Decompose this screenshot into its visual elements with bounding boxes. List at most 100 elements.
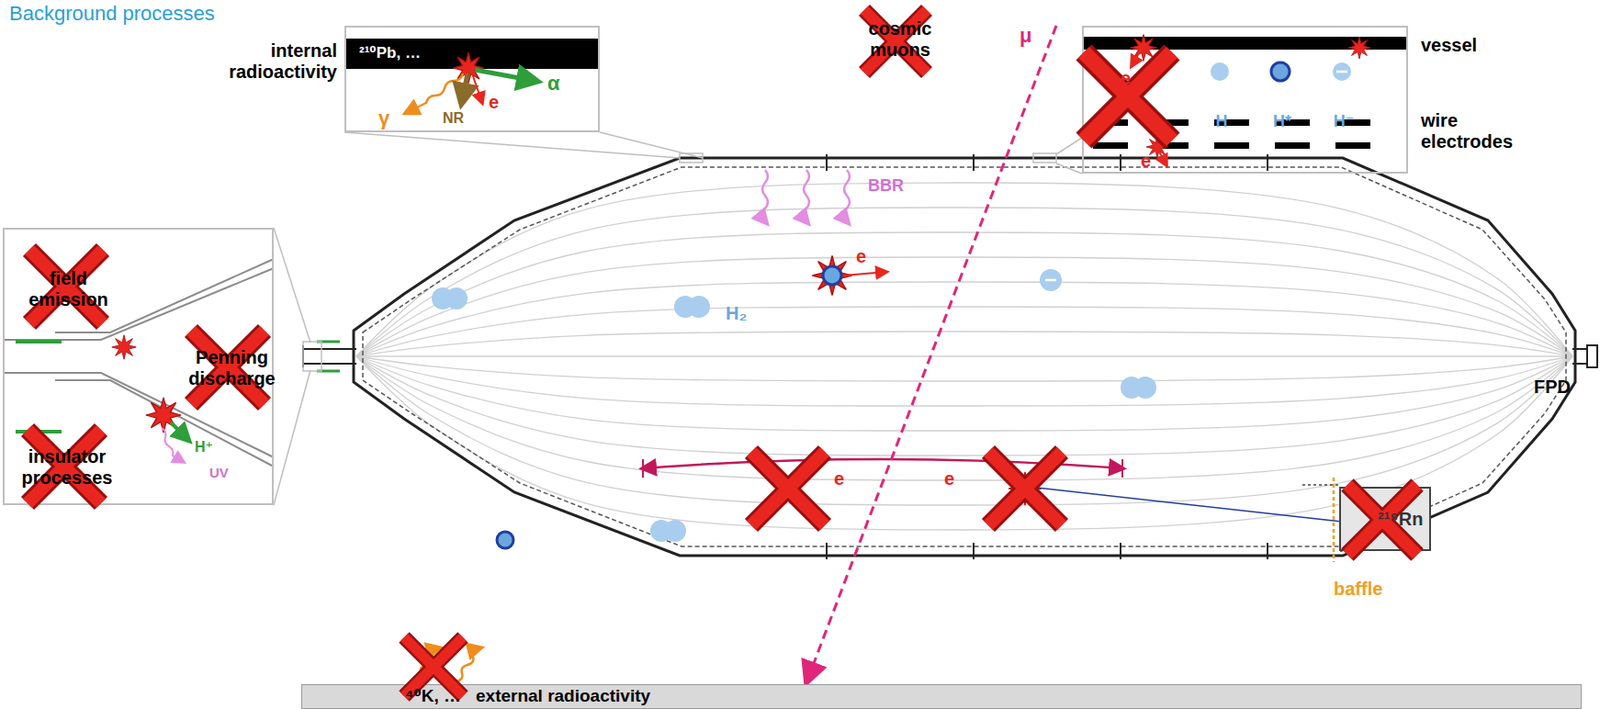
- beam-pipe: [1572, 362, 1588, 365]
- inset-heading: internal radioactivity: [214, 40, 338, 83]
- inset-box: field emissionPenning dischargeinsulator…: [2, 227, 274, 506]
- inset-internal: [679, 153, 703, 163]
- inset-internal: [344, 38, 703, 163]
- exclusion-cross: [27, 429, 102, 504]
- exclusion-cross: [191, 330, 265, 405]
- vessel-ribs: [972, 154, 975, 171]
- vessel-ribs: [1119, 542, 1122, 560]
- exclusion-cross: [751, 451, 825, 526]
- inset-internal: [461, 73, 468, 102]
- exclusion-cross: [29, 249, 103, 324]
- field-line: [356, 356, 1573, 481]
- hydrogen-molecules: [1120, 376, 1143, 399]
- exclusion-cross: [29, 249, 103, 324]
- inset-vessel: [1092, 142, 1128, 149]
- species-label: H: [1207, 112, 1236, 132]
- field-line: [356, 356, 1573, 456]
- field-line: [356, 331, 1573, 357]
- hydrogen-molecule: [778, 478, 798, 497]
- inset-box: internal radioactivity²¹⁰Pb, …γNReα: [344, 25, 600, 133]
- alpha-label: α: [547, 71, 561, 95]
- electron-label: e: [833, 468, 845, 490]
- beam-pipe: [1572, 348, 1588, 350]
- inset-internal: [407, 73, 463, 113]
- exclusion-cross: [864, 10, 927, 73]
- bbr-waves: [844, 169, 850, 222]
- inset-vessel: [1159, 151, 1167, 166]
- beam-pipe: [316, 340, 340, 344]
- exclusion-cross: [988, 451, 1062, 526]
- inset-internal: [599, 132, 703, 158]
- pump-port: [1302, 484, 1340, 486]
- inset-electrode: [273, 227, 311, 343]
- ground-label: external radioactivity: [475, 686, 651, 707]
- radiation-label: BBR: [867, 176, 904, 196]
- exclusion-cross: [27, 429, 102, 504]
- electron-label: e: [488, 91, 499, 113]
- ground-bar: ⁴⁰K, … external radioactivity: [301, 684, 1582, 709]
- inset-box: vesselwire electrodeseHH*H⁻e: [1081, 25, 1409, 174]
- exclusion-cross: [1347, 484, 1418, 555]
- exclusion-cross: [1347, 484, 1418, 555]
- particle-label: μ: [1019, 23, 1032, 47]
- vessel-ribs: [826, 154, 1268, 560]
- species-label: H*: [1268, 112, 1296, 132]
- field-line: [356, 355, 1573, 357]
- bbr-waves: [803, 169, 810, 222]
- muon-track: [808, 25, 1057, 678]
- isotope-label: ⁴⁰K, …: [405, 686, 462, 707]
- gamma-label: γ: [378, 106, 390, 130]
- inset-vessel: [1130, 34, 1158, 62]
- exclusion-cross: [29, 249, 103, 324]
- beam-pipe: [316, 370, 340, 373]
- field-line: [356, 356, 1573, 431]
- vessel-ribs: [1266, 542, 1269, 560]
- exclusion-cross: [27, 429, 102, 504]
- inset-vessel: [1210, 62, 1229, 81]
- inset-electrode: [15, 429, 62, 434]
- field-line: [356, 257, 1573, 357]
- exclusion-cross: [404, 637, 463, 697]
- negative-ion: [1039, 269, 1062, 292]
- field-line: [356, 207, 1573, 357]
- hydrogen-molecules: [687, 295, 710, 318]
- recoil-label: NR: [442, 110, 464, 127]
- inset-vessel: [1271, 62, 1290, 81]
- inset-vessel: [1033, 153, 1057, 163]
- bbr-waves: [762, 169, 850, 222]
- inset-vessel: [1056, 163, 1082, 174]
- inset-internal: [452, 52, 485, 84]
- exclusion-cross: [29, 249, 103, 324]
- inset-vessel: [1348, 36, 1371, 59]
- exclusion-cross: [1347, 484, 1418, 555]
- radon-port-box: ²¹⁹Rn: [1339, 486, 1431, 552]
- photon-label: UV: [209, 464, 229, 481]
- spectrometer-illustration: [1121, 459, 1124, 478]
- exclusion-cross: [404, 637, 463, 697]
- beam-pipe: [1587, 345, 1598, 368]
- beam-pipe: [303, 362, 357, 365]
- electron-label: e: [856, 246, 867, 268]
- radon-path: [1028, 486, 1351, 523]
- exclusion-cross: [404, 637, 463, 697]
- detector-label: FPD: [1533, 376, 1571, 398]
- inset-vessel: [1274, 142, 1310, 149]
- exclusion-cross: [191, 330, 265, 405]
- exclusion-cross: [864, 10, 927, 73]
- hydrogen-molecules: [650, 519, 673, 542]
- exclusion-cross: [988, 451, 1062, 526]
- inset-vessel: [1332, 62, 1352, 81]
- spectrometer-illustration: [642, 459, 644, 478]
- isotope-label: ²¹⁹Rn: [1377, 508, 1423, 530]
- beam-pipe: [303, 348, 357, 350]
- excited-atom: [496, 531, 514, 549]
- inset-internal: [472, 73, 483, 103]
- inset-electrode: [2, 227, 322, 506]
- exclusion-cross: [27, 429, 102, 504]
- electron-arrow: [843, 271, 887, 276]
- inset-vessel: [1153, 142, 1189, 149]
- inset-electrode: [303, 341, 322, 372]
- field-line: [356, 356, 1573, 382]
- vessel-outline: [353, 157, 1576, 556]
- inset-vessel: [1131, 53, 1139, 67]
